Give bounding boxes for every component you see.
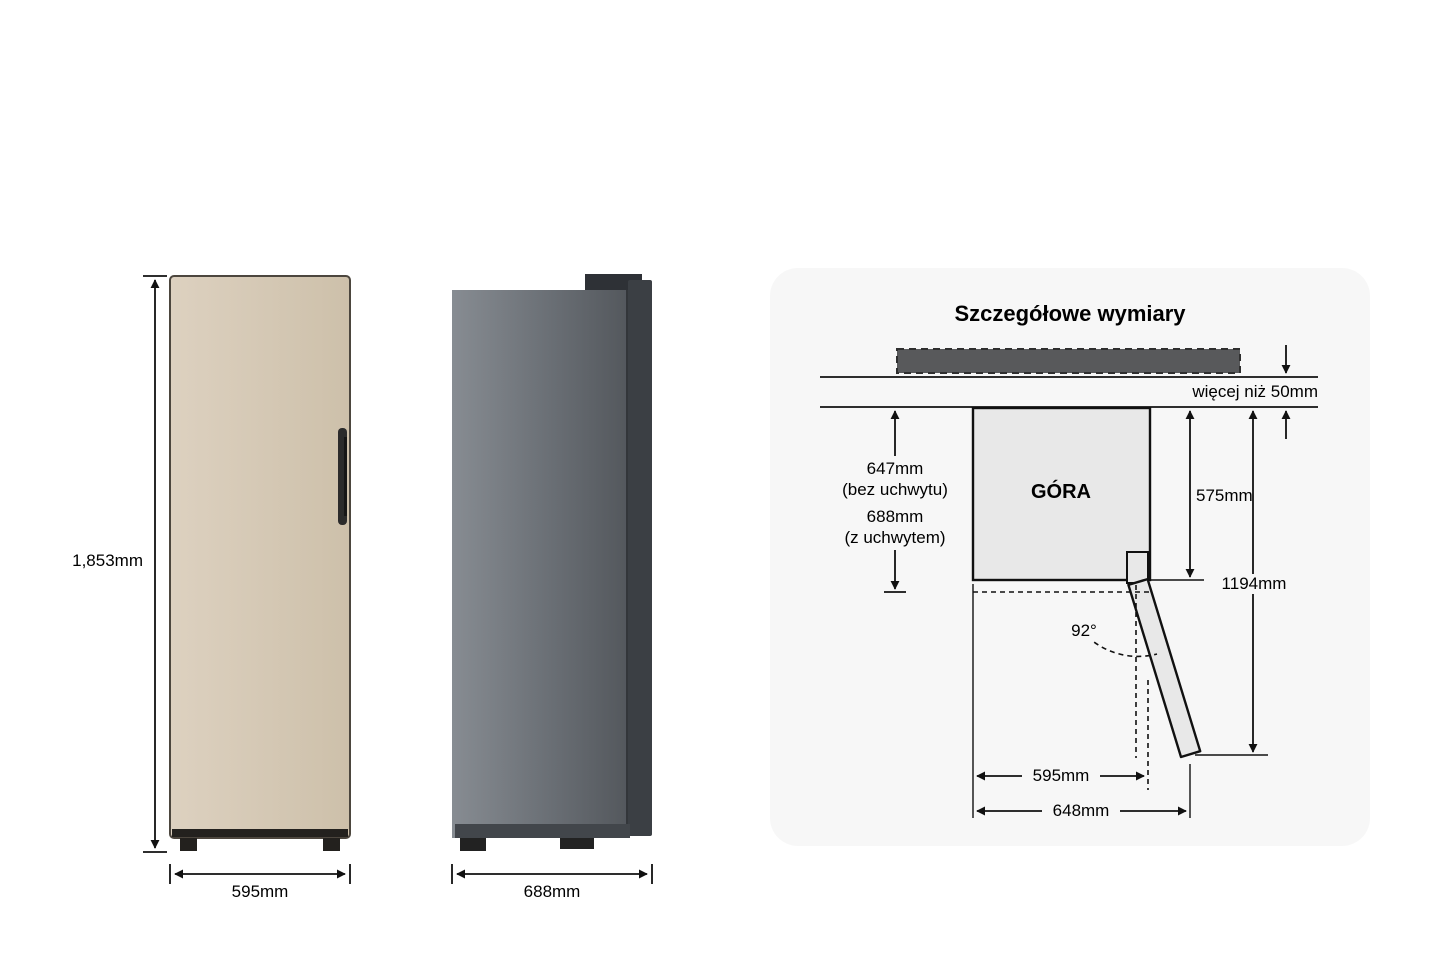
height-label: 1,853mm bbox=[72, 551, 143, 570]
cabinet-depth-label: 575mm bbox=[1196, 486, 1253, 506]
depth-no-handle-note: (bez uchwytu) bbox=[842, 480, 948, 499]
fridge-side-gap-line bbox=[626, 290, 629, 836]
fridge-front-base bbox=[172, 829, 348, 837]
fridge-side-rear-foot bbox=[560, 838, 594, 849]
door-angle-label: 92° bbox=[1062, 621, 1106, 641]
fridge-front-right-foot bbox=[323, 838, 340, 851]
product-dimension-lines bbox=[143, 275, 653, 884]
fridge-side-top-step bbox=[585, 274, 642, 294]
panel-title: Szczegółowe wymiary bbox=[954, 301, 1186, 326]
top-view-diagram bbox=[820, 345, 1318, 818]
front-width-label: 595mm bbox=[231, 882, 289, 901]
open-door bbox=[1127, 577, 1202, 759]
fridge-front-view bbox=[169, 275, 351, 851]
depth-no-handle-value: 647mm bbox=[866, 459, 924, 478]
door-hinge bbox=[1126, 551, 1149, 584]
side-depth-label: 688mm bbox=[523, 882, 581, 901]
fridge-side-view bbox=[452, 274, 652, 851]
depth-with-handle-note: (z uchwytem) bbox=[844, 528, 946, 547]
hinge-width-label: 648mm bbox=[1042, 801, 1120, 821]
door-handle-shadow bbox=[344, 437, 347, 516]
fridge-side-front-wheel bbox=[460, 838, 486, 851]
fridge-side-body bbox=[452, 290, 630, 838]
cabinet-width-label: 595mm bbox=[1022, 766, 1100, 786]
fridge-side-door-edge bbox=[628, 280, 652, 836]
fridge-front-body bbox=[169, 275, 351, 839]
door-open-depth-label: 1194mm bbox=[1216, 574, 1292, 594]
depth-with-handle-value: 688mm bbox=[866, 507, 924, 526]
top-view-label: GÓRA bbox=[1031, 481, 1091, 503]
fridge-front-left-foot bbox=[180, 838, 197, 851]
clearance-label: więcej niż 50mm bbox=[1192, 382, 1318, 401]
cabinet-top-view bbox=[971, 406, 1152, 582]
fridge-side-base bbox=[455, 824, 630, 838]
wall-bar bbox=[896, 348, 1241, 374]
depth-dimension-labels: 647mm (bez uchwytu) 688mm (z uchwytem) bbox=[820, 456, 970, 550]
construction-lines bbox=[973, 585, 1158, 790]
